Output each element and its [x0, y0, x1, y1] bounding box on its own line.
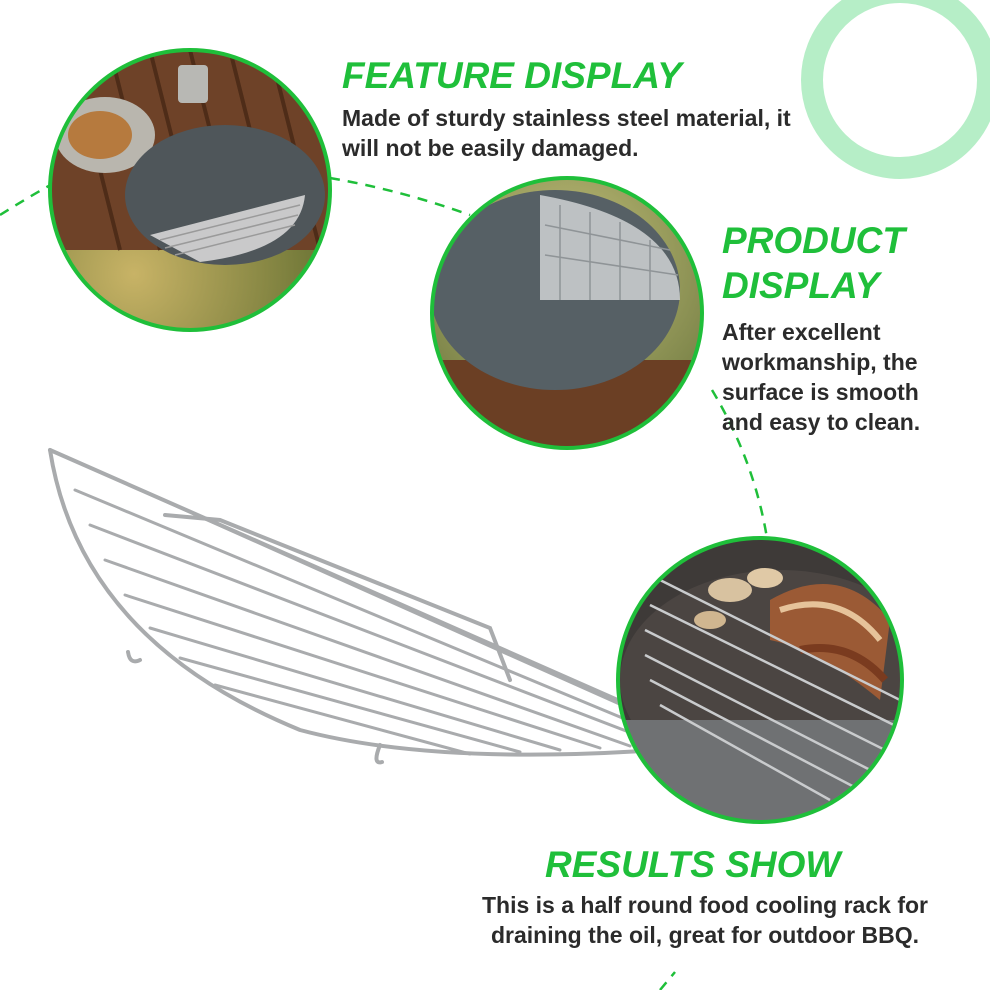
dashed-connector-bottom	[659, 971, 676, 990]
dashed-connector-left	[0, 178, 61, 217]
feature-text-line1: Made of sturdy stainless steel material,…	[342, 105, 791, 132]
results-heading: RESULTS SHOW	[545, 844, 841, 885]
dashed-connector-top	[329, 176, 471, 217]
product-text-line2: workmanship, the	[722, 349, 918, 376]
product-heading-line1: PRODUCT	[722, 220, 905, 261]
results-text-line1: This is a half round food cooling rack f…	[482, 892, 928, 919]
product-text-line3: surface is smooth	[722, 379, 919, 406]
results-section: RESULTS SHOW This is a half round food c…	[430, 842, 980, 951]
feature-text-line2: will not be easily damaged.	[342, 135, 639, 162]
feature-heading: FEATURE DISPLAY	[342, 55, 682, 96]
product-section: PRODUCT DISPLAY After excellent workmans…	[722, 218, 982, 438]
feature-section: FEATURE DISPLAY Made of sturdy stainless…	[342, 53, 902, 164]
results-text-line2: draining the oil, great for outdoor BBQ.	[490, 922, 920, 949]
product-text-line1: After excellent	[722, 319, 881, 346]
product-text-line4: and easy to clean.	[722, 408, 921, 435]
product-heading-line2: DISPLAY	[722, 265, 880, 307]
dashed-connector-right	[710, 389, 772, 561]
decorative-ring	[801, 0, 990, 179]
